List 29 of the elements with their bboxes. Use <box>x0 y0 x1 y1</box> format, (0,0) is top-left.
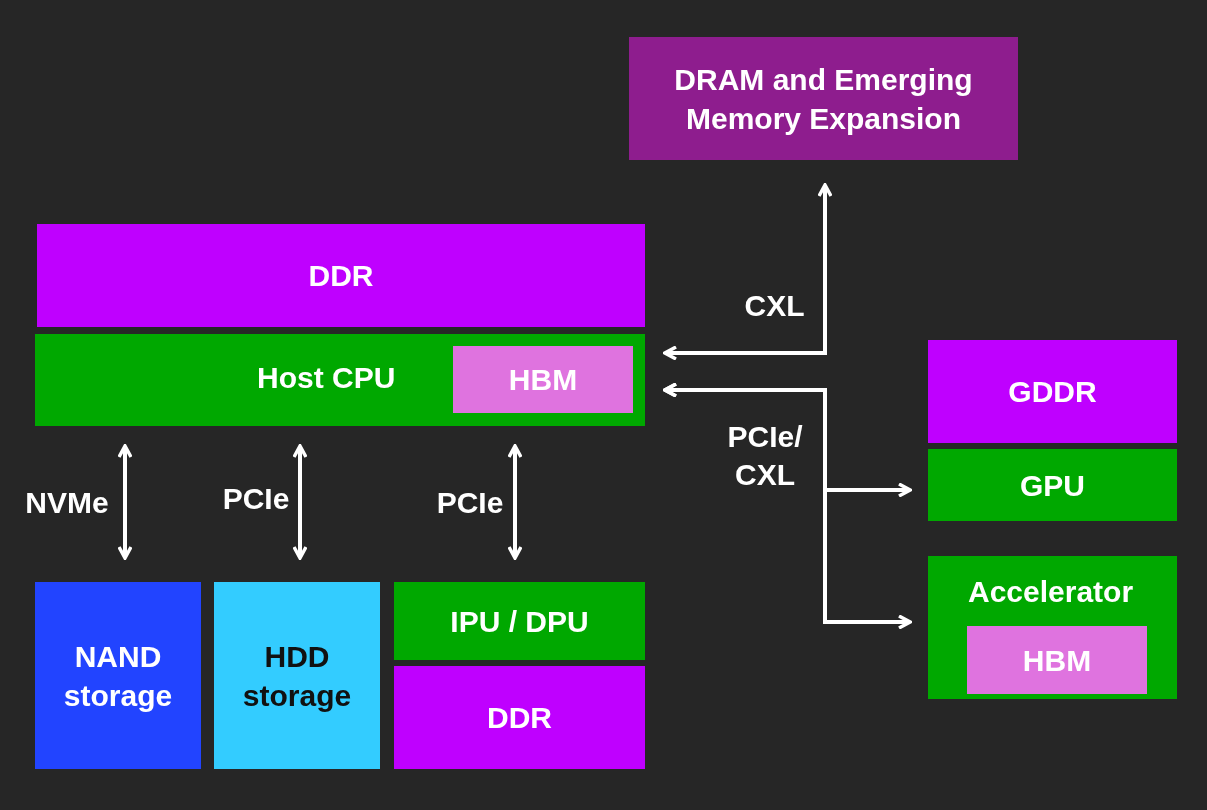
node-label: HBM <box>508 362 578 398</box>
processor-box <box>35 334 645 426</box>
storage-box <box>214 582 380 769</box>
memory-box <box>37 224 645 327</box>
node-label: Accelerator <box>968 574 1134 610</box>
node-label: NAND storage <box>62 638 174 714</box>
node-label: HDD storage <box>241 638 353 714</box>
processor-box <box>928 449 1177 521</box>
arrow <box>507 444 523 560</box>
memory-box <box>928 340 1177 443</box>
node-label: HBM <box>1022 642 1092 679</box>
node-label: GDDR <box>1008 374 1097 410</box>
memory-box <box>453 346 633 413</box>
node-label: DDR <box>308 258 374 294</box>
node-label: IPU / DPU <box>450 603 589 640</box>
arrow <box>663 382 912 630</box>
arrow <box>292 444 308 560</box>
node-label: DRAM and Emerging Memory Expansion <box>673 61 974 137</box>
processor-box <box>928 556 1177 699</box>
memory-box <box>629 37 1018 160</box>
arrow <box>663 183 833 361</box>
memory-box <box>967 626 1147 694</box>
processor-box <box>394 582 645 660</box>
node-label: DDR <box>487 700 552 736</box>
memory-box <box>394 666 645 769</box>
storage-box <box>35 582 201 769</box>
arrow <box>117 444 133 560</box>
node-label: Host CPU <box>257 360 396 396</box>
node-label: GPU <box>1020 467 1085 504</box>
